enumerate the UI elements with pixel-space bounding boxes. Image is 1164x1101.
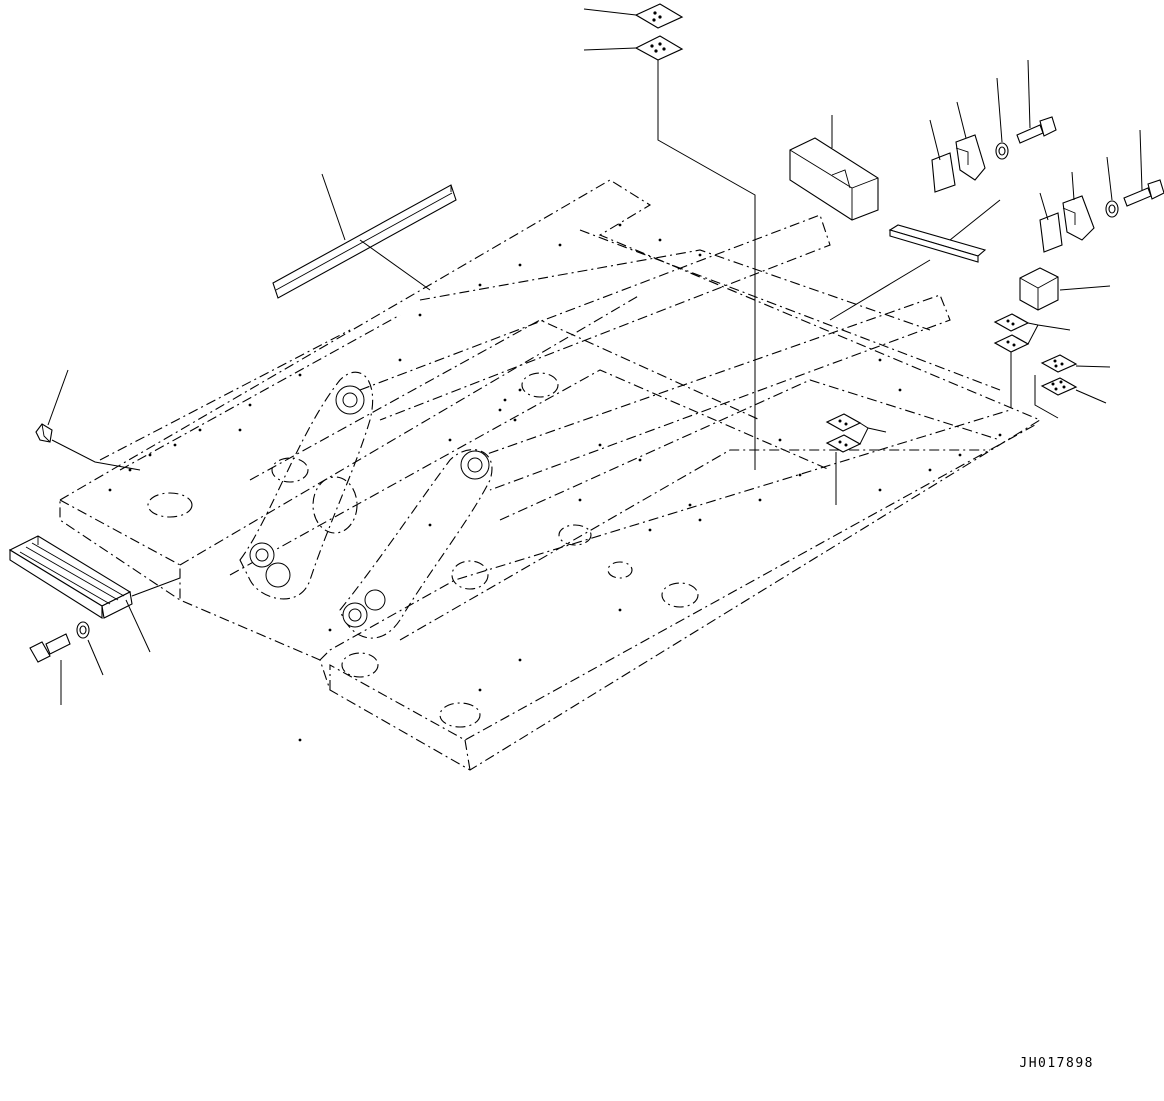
revolving-frame [59, 179, 1042, 771]
label-plate-1 [583, 3, 684, 29]
small-plates-centre [825, 413, 887, 505]
step-bolt [29, 621, 104, 705]
drawing-reference-code: JH017898 [1019, 1056, 1094, 1071]
stopper [35, 369, 141, 471]
cover-block [789, 115, 879, 221]
label-plate-2 [583, 35, 756, 470]
step [8, 535, 181, 653]
rubber-rail [272, 173, 457, 299]
small-plates-right [993, 313, 1111, 419]
bracket-set-upper [929, 59, 1057, 193]
pad-block [1019, 267, 1111, 311]
bracket-set-lower [1039, 129, 1164, 253]
angle-strip [829, 199, 1001, 321]
frame-bolt-dots [108, 223, 1002, 742]
